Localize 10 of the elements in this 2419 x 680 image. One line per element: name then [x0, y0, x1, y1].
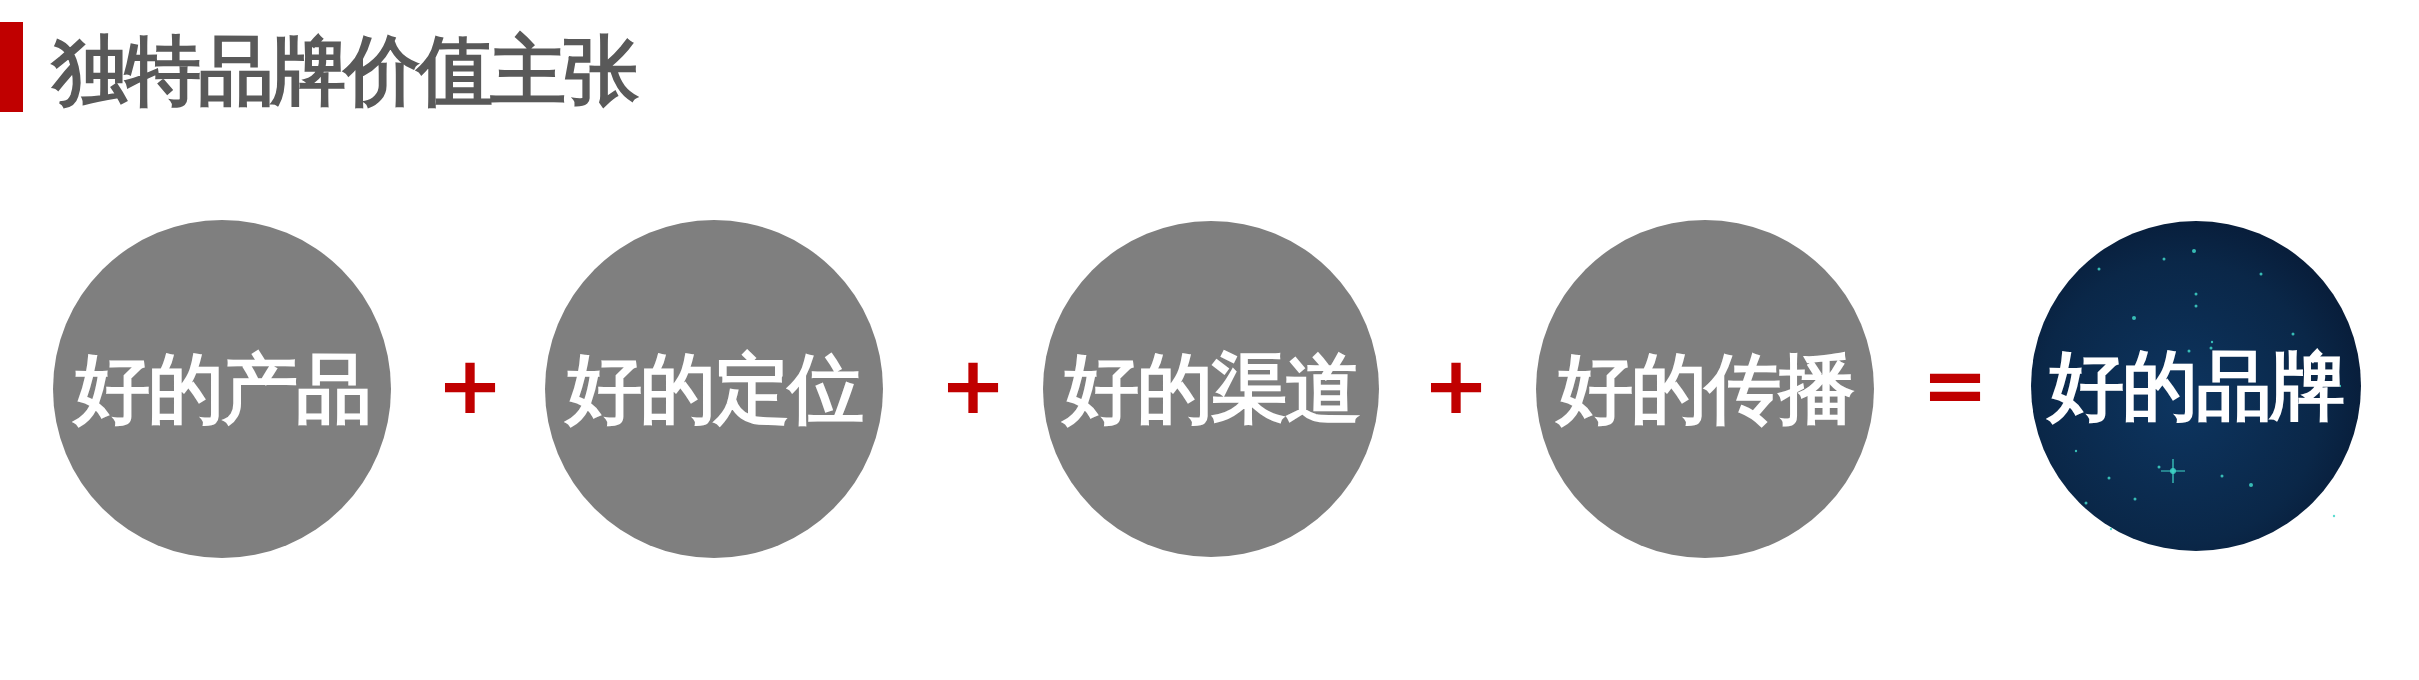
operator-sign: +	[1422, 346, 1490, 426]
operator-sign: +	[939, 346, 1007, 426]
operator-sign: =	[1921, 346, 1989, 426]
circle-label: 好的传播	[1557, 351, 1853, 427]
circle-label: 好的渠道	[1063, 351, 1359, 427]
circle-label: 好的产品	[74, 351, 370, 427]
operator-sign: +	[436, 346, 504, 426]
circle-label: 好的品牌	[2048, 348, 2344, 424]
title: 独特品牌价值主张	[52, 27, 636, 115]
circle-label: 好的定位	[566, 351, 862, 427]
